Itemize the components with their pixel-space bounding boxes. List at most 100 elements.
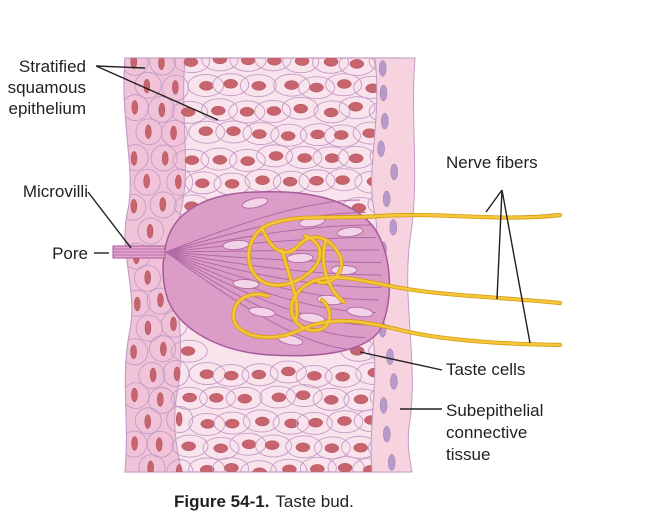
epithelial-cell [149,58,177,76]
cell-nucleus [200,419,216,429]
cell-nucleus [252,467,267,472]
epithelial-cell [149,191,177,219]
cell-nucleus [240,156,255,166]
cell-nucleus [226,126,241,136]
cell-nucleus [309,176,324,186]
connective-nucleus [390,163,398,181]
epithelial-cell [295,364,333,388]
taste-cell-line [165,249,380,253]
cell-nucleus [157,392,164,407]
cell-nucleus [266,106,282,116]
epithelial-cell [324,124,361,148]
cell-nucleus [130,151,138,166]
epithelial-cell [166,168,194,196]
epithelial-cell [270,458,308,472]
epithelial-cell [124,382,150,409]
epithelial-cell [137,217,165,245]
cell-nucleus [251,81,267,91]
epithelial-cell [326,410,364,434]
cell-nucleus [309,82,324,93]
epithelial-cell [241,363,279,387]
cell-nucleus [295,442,311,453]
cell-nucleus [282,464,297,472]
label-subepithelial-2: connective [446,423,527,442]
cell-nucleus [323,107,339,118]
cell-nucleus [280,131,296,141]
cell-nucleus [157,292,164,308]
taste-cell-nucleus [248,306,276,318]
cell-nucleus [144,414,152,429]
cell-nucleus [223,370,239,381]
taste-cell-line [165,251,382,288]
epithelial-cell [256,144,294,168]
epithelial-cell [338,96,376,120]
connective-nucleus [379,397,388,414]
epithelial-cell [184,171,222,195]
cell-nucleus [159,197,167,212]
pore-microvilli [112,245,166,259]
connective-nucleus [379,84,388,102]
epithelial-cell [312,387,350,411]
cell-nucleus [323,58,339,67]
cell-nucleus [155,437,163,452]
label-subepithelial-1: Subepithelial [446,401,543,420]
connective-nucleus [378,60,387,77]
epithelial-cell [199,386,236,410]
epithelial-cell [254,100,292,123]
cell-nucleus [353,394,369,405]
epithelial-cell [172,148,210,172]
connective-nucleus [377,140,385,157]
epithelial-cell [242,409,280,433]
cell-nucleus [175,174,182,190]
epithelial-cell [212,457,250,472]
epithelial-cell [138,454,166,472]
epithelial-cell [240,460,278,472]
epithelial-cell [228,100,266,124]
cell-nucleus [335,371,350,382]
label-pore: Pore [52,244,88,263]
leader-lines [87,65,531,410]
taste-cell-line [165,251,372,326]
epithelial-cell [254,58,292,72]
taste-cell-nucleus [346,306,374,318]
epithelial-cell [299,456,337,472]
taste-cell-nucleus [330,265,358,275]
taste-cell-nucleus [232,279,260,289]
epithelial-cell [166,458,194,472]
connective-nucleus [387,454,396,471]
epithelial-cell [134,264,161,292]
epithelial-cell [188,120,226,144]
cell-nucleus [147,460,154,472]
epithelial-cell [298,169,336,193]
nerve-fibers [231,212,563,348]
cell-nucleus [324,153,340,163]
cell-nucleus [175,464,183,472]
surface-layer [123,57,187,473]
epithelial-cell [188,412,226,436]
label-stratified-2: squamous [8,78,86,97]
cell-nucleus [324,443,340,453]
cell-nucleus [224,179,240,189]
figure-caption: Figure 54-1.Taste bud. [174,492,354,511]
cell-nucleus [252,129,267,139]
taste-cell-line [165,251,382,263]
taste-cell-nucleus [336,226,364,238]
cell-nucleus [145,124,152,139]
cell-nucleus [131,436,138,451]
labels: Stratified squamous epithelium Microvill… [8,57,544,464]
cell-nucleus [143,173,150,189]
epithelial-cell [212,364,250,387]
epithelial-cell [135,118,163,146]
epithelial-cell [212,73,250,97]
taste-cell-line [165,199,361,253]
cell-nucleus [308,417,323,428]
cell-nucleus [199,369,215,379]
cell-nucleus [251,369,267,380]
cell-nucleus [130,58,138,70]
epithelial-cell [124,338,149,366]
cell-nucleus [353,442,368,453]
cell-nucleus [180,346,196,356]
taste-cell-line [165,224,372,253]
taste-cell-nucleus [298,312,326,324]
